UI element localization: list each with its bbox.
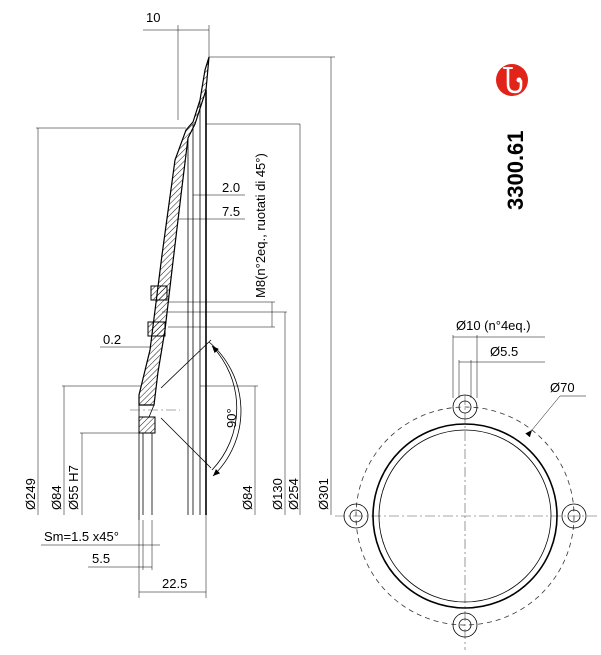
dim-5-5-bottom: 5.5 — [92, 551, 110, 566]
dim-301: Ø301 — [316, 478, 331, 510]
bolt-hole-top — [452, 394, 478, 420]
cone-section — [138, 56, 210, 406]
inner-dia-label: Ø5.5 — [490, 344, 518, 359]
dim-249: Ø249 — [23, 478, 38, 510]
front-view — [335, 335, 598, 650]
bolt-hole-right — [561, 503, 587, 529]
dim-0-2: 0.2 — [103, 332, 121, 347]
dim-m8-note: M8(n°2eq., ruotati di 45°) — [253, 153, 268, 298]
dim-10: 10 — [146, 10, 160, 25]
dim-2-0: 2.0 — [222, 180, 240, 195]
dim-84-left: Ø84 — [49, 485, 64, 510]
product-code: 3300.61 — [503, 130, 528, 210]
thread-boss-lower — [147, 321, 166, 337]
thread-boss-upper — [150, 285, 168, 301]
dim-130: Ø130 — [270, 478, 285, 510]
bolt-hole-left — [343, 503, 369, 529]
dim-chamfer: Sm=1.5 x45° — [44, 529, 119, 544]
badge — [496, 64, 528, 96]
dim-55: Ø55 H7 — [66, 465, 81, 510]
bolt-hole-bottom — [452, 612, 478, 638]
saxophone-icon — [503, 66, 523, 94]
side-section-view — [36, 25, 335, 598]
dim-84-right: Ø84 — [240, 485, 255, 510]
dim-22-5: 22.5 — [162, 576, 187, 591]
dim-angle: 90° — [224, 408, 239, 428]
hole-dia-label: Ø10 (n°4eq.) — [456, 318, 531, 333]
pcd-label: Ø70 — [550, 380, 575, 395]
dim-7-5: 7.5 — [222, 204, 240, 219]
dim-254: Ø254 — [286, 478, 301, 510]
hub-section — [138, 416, 156, 434]
